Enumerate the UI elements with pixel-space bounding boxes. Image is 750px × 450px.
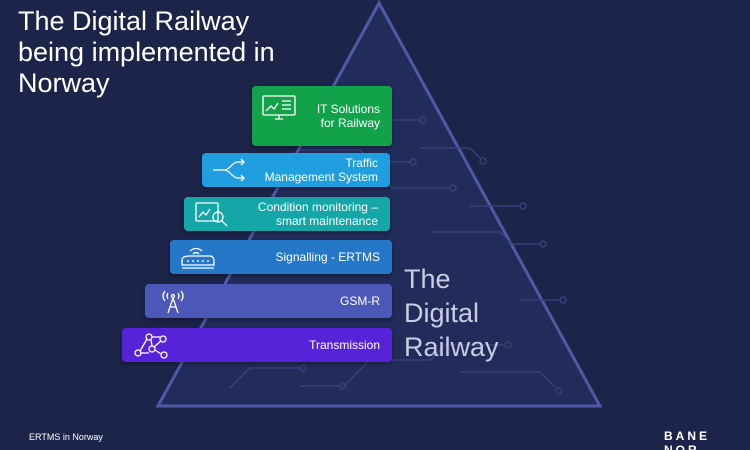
network-nodes-icon bbox=[134, 333, 168, 359]
layer-label: Signalling - ERTMS bbox=[275, 250, 380, 264]
monitor-chart-icon bbox=[262, 95, 296, 120]
layer-label: Condition monitoring – smart maintenance bbox=[257, 200, 378, 228]
layer-label: Traffic Management System bbox=[264, 156, 378, 184]
layer-signalling-ertms[interactable]: Signalling - ERTMS bbox=[170, 240, 392, 274]
layer-condition-monitoring[interactable]: Condition monitoring – smart maintenance bbox=[184, 197, 390, 231]
radio-mast-icon bbox=[162, 290, 184, 314]
bane-nor-logo: BANE NOR bbox=[664, 429, 711, 450]
layer-gsm-r[interactable]: GSM-R bbox=[145, 284, 392, 318]
magnifier-chart-icon bbox=[195, 202, 228, 227]
circuit-nodes bbox=[299, 116, 567, 395]
train-signal-icon bbox=[181, 247, 215, 269]
layer-transmission[interactable]: Transmission bbox=[122, 328, 392, 362]
layer-label: Transmission bbox=[309, 338, 380, 352]
branching-arrows-icon bbox=[213, 158, 245, 182]
pyramid-label: The Digital Railway bbox=[404, 264, 499, 362]
layer-traffic-management[interactable]: Traffic Management System bbox=[202, 153, 390, 187]
footer-text: ERTMS in Norway bbox=[29, 432, 103, 442]
slide-title: The Digital Railway being implemented in… bbox=[18, 6, 275, 98]
layer-label: GSM-R bbox=[340, 294, 380, 308]
layer-label: IT Solutions for Railway bbox=[316, 102, 380, 130]
layer-it-solutions[interactable]: IT Solutions for Railway bbox=[252, 86, 392, 146]
